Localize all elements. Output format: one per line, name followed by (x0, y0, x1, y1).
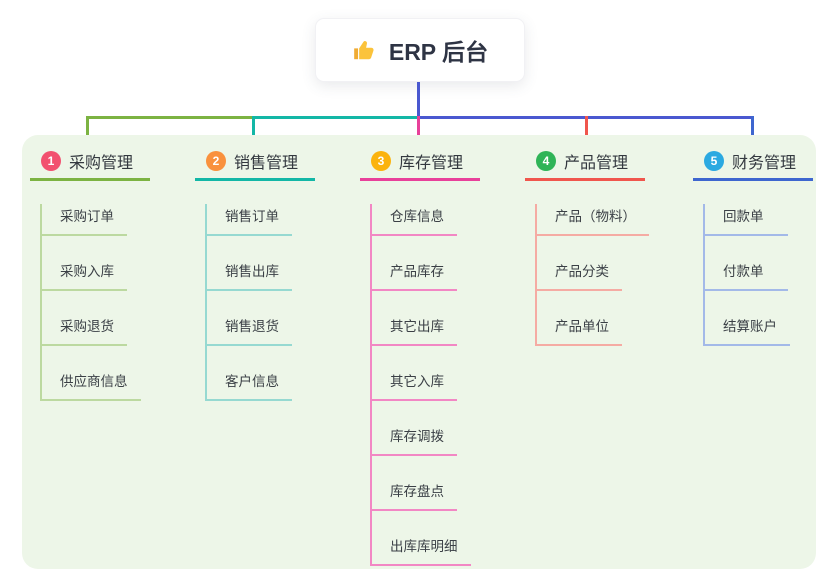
child-node[interactable]: 其它入库 (372, 369, 457, 401)
drop-line-inventory (417, 116, 420, 150)
branch-label: 销售管理 (234, 155, 299, 172)
branch-title-inventory[interactable]: 3 库存管理 (360, 149, 480, 181)
branch-product: 4 产品管理 产品（物料） 产品分类产品单位 (525, 149, 649, 346)
branch-title-purchase[interactable]: 1 采购管理 (30, 149, 150, 181)
branch-children: 仓库信息产品库存其它出库其它入库库存调拨库存盘点出库库明细 (370, 204, 480, 566)
branch-label: 财务管理 (732, 155, 797, 172)
root-connector-line (417, 82, 420, 117)
root-node[interactable]: ERP 后台 (315, 18, 525, 82)
branch-inventory: 3 库存管理 仓库信息产品库存其它出库其它入库库存调拨库存盘点出库库明细 (360, 149, 480, 566)
child-node[interactable]: 仓库信息 (372, 204, 457, 236)
child-node[interactable]: 产品库存 (372, 259, 457, 291)
branch-children: 回款单付款单结算账户 (703, 204, 813, 346)
root-title: ERP 后台 (388, 39, 489, 65)
child-node[interactable]: 付款单 (705, 259, 788, 291)
thumbs-up-icon (354, 41, 374, 60)
child-node[interactable]: 其它出库 (372, 314, 457, 346)
child-node[interactable]: 客户信息 (207, 369, 292, 401)
branch-label: 库存管理 (399, 155, 464, 172)
child-node[interactable]: 销售订单 (207, 204, 292, 236)
drop-line-finance (751, 116, 754, 150)
branch-label: 采购管理 (69, 155, 134, 172)
child-node[interactable]: 产品单位 (537, 314, 622, 346)
branch-children: 产品（物料） 产品分类产品单位 (535, 204, 649, 346)
branch-number-badge: 4 (536, 151, 556, 171)
branch-title-product[interactable]: 4 产品管理 (525, 149, 645, 181)
bus-line-sales (252, 116, 419, 119)
branch-title-sales[interactable]: 2 销售管理 (195, 149, 315, 181)
bus-line-purchase (86, 116, 253, 119)
branch-title-finance[interactable]: 5 财务管理 (693, 149, 813, 181)
drop-line-sales (252, 116, 255, 150)
child-node[interactable]: 采购入库 (42, 259, 127, 291)
branch-number-badge: 2 (206, 151, 226, 171)
child-node[interactable]: 出库库明细 (372, 534, 471, 566)
branch-number-badge: 3 (371, 151, 391, 171)
child-node[interactable]: 库存调拨 (372, 424, 457, 456)
branch-number-badge: 1 (41, 151, 61, 171)
branch-children: 采购订单采购入库采购退货供应商信息 (40, 204, 150, 401)
child-node[interactable]: 产品分类 (537, 259, 622, 291)
branch-purchase: 1 采购管理 采购订单采购入库采购退货供应商信息 (30, 149, 150, 401)
branch-finance: 5 财务管理 回款单付款单结算账户 (693, 149, 813, 346)
child-node[interactable]: 库存盘点 (372, 479, 457, 511)
child-node[interactable]: 供应商信息 (42, 369, 141, 401)
child-node[interactable]: 结算账户 (705, 314, 790, 346)
branch-number-badge: 5 (704, 151, 724, 171)
child-node[interactable]: 销售出库 (207, 259, 292, 291)
branch-label: 产品管理 (564, 155, 629, 172)
drop-line-product (585, 116, 588, 150)
branch-sales: 2 销售管理 销售订单销售出库销售退货客户信息 (195, 149, 315, 401)
drop-line-purchase (86, 116, 89, 150)
child-node[interactable]: 采购订单 (42, 204, 127, 236)
child-node[interactable]: 产品（物料） (537, 204, 649, 236)
child-node[interactable]: 销售退货 (207, 314, 292, 346)
branch-children: 销售订单销售出库销售退货客户信息 (205, 204, 315, 401)
child-node[interactable]: 回款单 (705, 204, 788, 236)
branches-panel: 1 采购管理 采购订单采购入库采购退货供应商信息 2 销售管理 销售订单销售出库… (22, 135, 816, 569)
child-node[interactable]: 采购退货 (42, 314, 127, 346)
